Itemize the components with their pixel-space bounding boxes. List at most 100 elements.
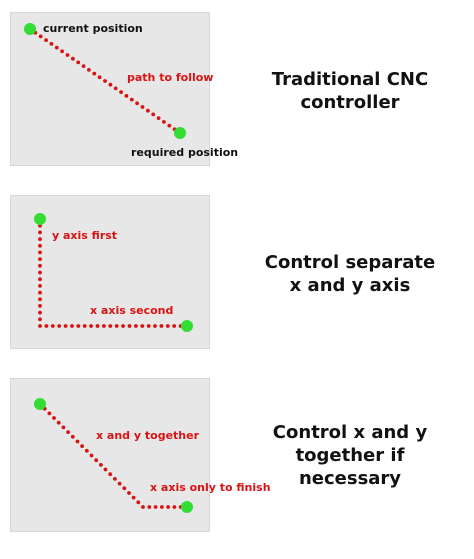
required-position-dot xyxy=(174,127,186,139)
path-dot xyxy=(119,90,123,94)
path-dot xyxy=(162,120,166,124)
path-dot xyxy=(70,434,75,439)
path-dot xyxy=(165,324,170,328)
path-dot xyxy=(140,105,145,109)
y-axis-first-label: y axis first xyxy=(52,229,118,242)
path-dot xyxy=(61,425,66,430)
heading-line: necessary xyxy=(298,468,402,489)
path-dot xyxy=(38,263,42,268)
heading-line: Control x and y xyxy=(272,422,428,443)
path-dot xyxy=(38,304,42,308)
path-dot xyxy=(159,324,164,328)
path-dot xyxy=(38,270,42,275)
path-dot xyxy=(87,68,91,72)
current-position-dot xyxy=(24,23,36,35)
path-dot xyxy=(75,439,80,444)
path-dot xyxy=(117,481,122,486)
path-dot xyxy=(38,317,42,322)
path-dot xyxy=(153,324,157,328)
path-dot xyxy=(103,79,107,83)
path-dot xyxy=(108,324,113,328)
path-dot xyxy=(71,56,75,61)
path-dot xyxy=(70,324,74,328)
path-dot xyxy=(76,60,81,65)
path-dot xyxy=(82,324,87,328)
path-dot xyxy=(131,495,136,500)
path-dot xyxy=(141,505,145,509)
path-dot xyxy=(172,324,177,328)
x-axis-end-dot xyxy=(181,320,193,332)
path-dot xyxy=(47,411,52,416)
path-dot xyxy=(38,237,42,242)
heading-line: together if xyxy=(295,445,405,466)
path-dot xyxy=(38,297,42,302)
x-axis-only-to-finish-label: x axis only to finish xyxy=(150,481,271,494)
path-dot xyxy=(44,324,49,328)
path-dot xyxy=(167,123,172,128)
path-dot xyxy=(140,324,145,328)
combined-end-dot xyxy=(181,501,193,513)
path-dot xyxy=(94,458,99,463)
path-dot xyxy=(146,108,150,113)
path-dot xyxy=(66,430,70,434)
path-dot xyxy=(60,49,64,54)
path-dot xyxy=(57,324,62,328)
path-dot xyxy=(103,467,108,472)
path-dot xyxy=(156,116,161,120)
traditional-cnc-panel xyxy=(10,12,210,166)
x-axis-second-label: x axis second xyxy=(90,304,174,317)
path-dot xyxy=(38,284,42,288)
heading-line: x and y axis xyxy=(289,275,411,296)
path-dot xyxy=(114,324,119,328)
heading-line: controller xyxy=(300,92,400,113)
path-dot xyxy=(38,290,42,295)
required-position-label: required position xyxy=(131,146,239,159)
path-dot xyxy=(147,505,152,509)
path-dot xyxy=(146,324,151,328)
path-dot xyxy=(113,86,118,91)
combined-start-dot xyxy=(34,398,46,410)
heading-line: Control separate xyxy=(264,252,436,273)
path-dot xyxy=(38,243,42,248)
path-dot xyxy=(113,477,117,481)
x-and-y-together-label: x and y together xyxy=(96,429,200,442)
path-dot xyxy=(80,444,84,448)
path-dot xyxy=(172,505,177,509)
path-dot xyxy=(122,486,127,491)
endpoints xyxy=(24,23,193,513)
path-dot xyxy=(134,324,138,328)
path-dot xyxy=(38,257,42,261)
path-dot xyxy=(151,112,156,117)
path-dot xyxy=(38,324,42,328)
path-dot xyxy=(84,448,89,453)
path-dot xyxy=(127,491,131,495)
path-dot xyxy=(127,324,132,328)
path-dot xyxy=(76,324,81,328)
path-dot xyxy=(38,34,43,39)
path-dot xyxy=(38,277,42,282)
path-dot xyxy=(129,97,134,102)
separate-axis-heading: Control separate x and y axis xyxy=(240,251,460,297)
combined-axis-heading: Control x and y together if necessary xyxy=(240,421,460,490)
path-dot xyxy=(81,64,86,68)
path-dot xyxy=(89,324,93,328)
path-dot xyxy=(153,505,158,509)
path-dot xyxy=(135,101,140,106)
path-dot xyxy=(50,324,55,328)
path-dot xyxy=(38,230,42,235)
path-dot xyxy=(108,82,113,87)
path-dot xyxy=(97,75,102,80)
path-dot xyxy=(49,42,54,46)
dotted-paths xyxy=(33,30,183,509)
path-dot xyxy=(108,472,113,477)
path-to-follow-label: path to follow xyxy=(127,71,214,84)
heading-line: Traditional CNC xyxy=(271,69,429,90)
y-axis-start-dot xyxy=(34,213,46,225)
path-dot xyxy=(166,505,171,509)
path-dot xyxy=(121,324,125,328)
path-dot xyxy=(99,463,103,467)
traditional-cnc-heading: Traditional CNC controller xyxy=(240,68,460,114)
path-dot xyxy=(65,53,70,57)
